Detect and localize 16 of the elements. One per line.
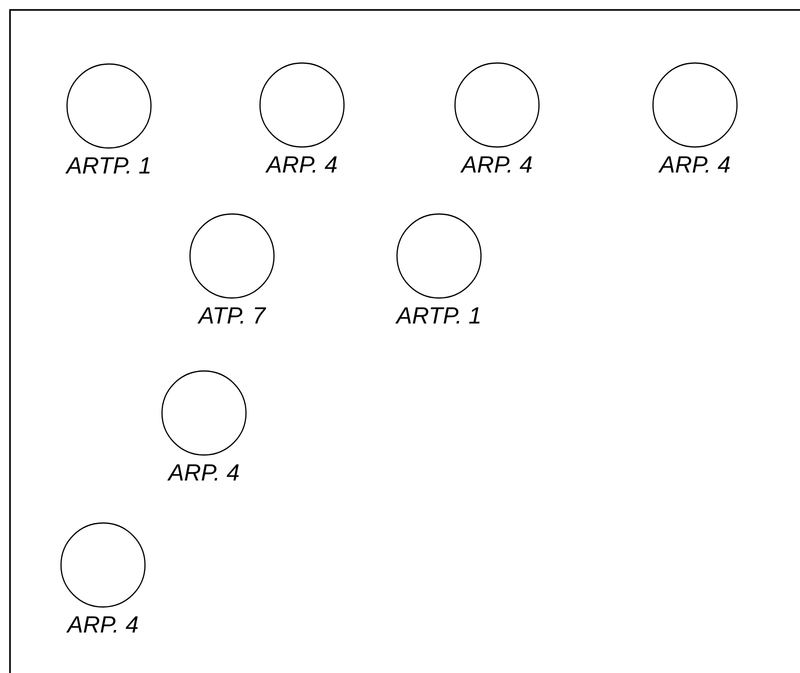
circle — [161, 370, 247, 456]
circle — [396, 213, 482, 299]
circle — [652, 62, 738, 148]
circle-label: ARP. 4 — [167, 464, 239, 480]
circle-label: ARP. 4 — [658, 156, 730, 172]
circle — [60, 522, 146, 608]
circle-label: ATP. 7 — [197, 307, 266, 324]
circle — [454, 62, 540, 148]
circle — [66, 63, 152, 149]
circle-label: ARP. 4 — [460, 156, 532, 172]
circle — [189, 213, 275, 299]
circle-label: ARTP. 1 — [65, 157, 150, 174]
circle-label: ARTP. 1 — [395, 307, 480, 324]
circle-label: ARP. 4 — [66, 616, 138, 632]
circle-label: ARP. 4 — [265, 156, 337, 172]
circle — [259, 62, 345, 148]
